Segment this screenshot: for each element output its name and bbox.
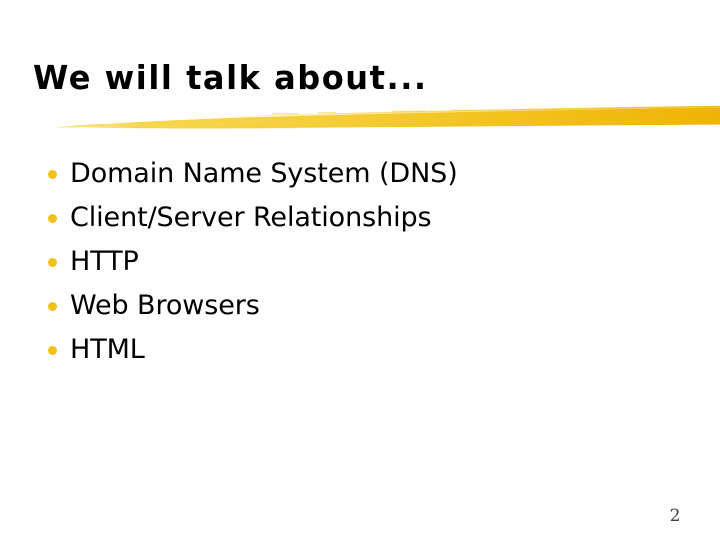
list-item-label: HTML bbox=[70, 334, 145, 365]
list-item-label: Domain Name System (DNS) bbox=[70, 158, 458, 189]
bullet-point-icon bbox=[48, 302, 57, 311]
list-item: Client/Server Relationships bbox=[40, 196, 680, 240]
bullet-point-icon bbox=[48, 170, 57, 179]
bullet-point-icon bbox=[48, 346, 57, 355]
list-item-label: Web Browsers bbox=[70, 290, 260, 321]
list-item: Web Browsers bbox=[40, 284, 680, 328]
bullet-list: Domain Name System (DNS) Client/Server R… bbox=[40, 152, 680, 372]
bullet-point-icon bbox=[48, 214, 57, 223]
bullet-point-icon bbox=[48, 258, 57, 267]
list-item: HTTP bbox=[40, 240, 680, 284]
list-item-label: Client/Server Relationships bbox=[70, 202, 432, 233]
list-item: HTML bbox=[40, 328, 680, 372]
page-title: We will talk about... bbox=[33, 58, 428, 97]
list-item-label: HTTP bbox=[70, 246, 139, 277]
list-item: Domain Name System (DNS) bbox=[40, 152, 680, 196]
title-block: We will talk about... bbox=[33, 56, 693, 106]
page-number: 2 bbox=[669, 506, 681, 526]
